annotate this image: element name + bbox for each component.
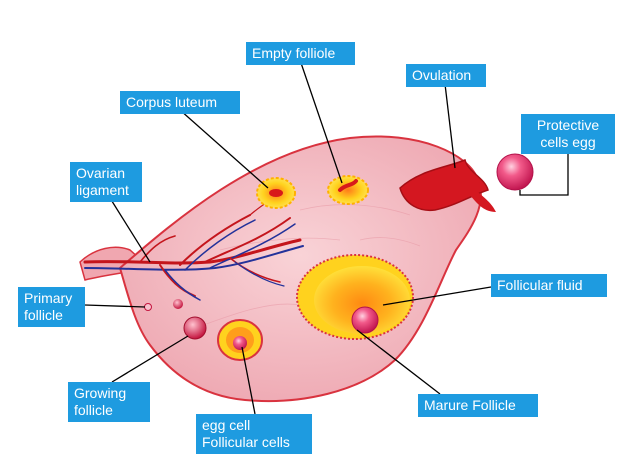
growing-follicle-shape [183, 316, 207, 340]
egg-cell-follicle [217, 319, 263, 361]
label-corpus-luteum: Corpus luteum [120, 91, 240, 114]
primary-follicle-shape-small [144, 303, 152, 311]
leader-ovarian-ligament [109, 197, 151, 263]
label-egg-cell-follicular-cells: egg cell Follicular cells [196, 414, 312, 454]
label-growing-follicle: Growing follicle [68, 382, 150, 422]
leader-marure-follicle [356, 329, 441, 395]
leader-egg-cell [241, 346, 256, 415]
empty-follicle [327, 175, 369, 205]
label-marure-follicle: Marure Follicle [418, 394, 538, 417]
label-follicular-fluid: Follicular fluid [491, 274, 607, 297]
leader-corpus-luteum [179, 109, 269, 189]
blood-vessels [83, 194, 304, 301]
leader-follicular-fluid [382, 286, 492, 306]
leader-ovulation [444, 83, 456, 169]
label-empty-follicle: Empty folliole [246, 42, 355, 65]
mature-follicle [296, 254, 414, 340]
ovulation-rupture [399, 158, 496, 212]
label-primary-follicle: Primary follicle [18, 287, 85, 327]
leader-growing-follicle [111, 335, 189, 383]
label-protective-cells-egg: Protective cells egg [521, 114, 615, 154]
primary-follicle-shape [173, 299, 183, 309]
leader-lines [84, 59, 569, 415]
label-ovarian-ligament: Ovarian ligament [70, 162, 142, 202]
label-ovulation: Ovulation [406, 64, 486, 87]
leader-empty-follicle [299, 59, 343, 184]
corpus-luteum [256, 177, 296, 209]
leader-primary-follicle [84, 304, 146, 308]
released-egg [496, 153, 534, 191]
leader-protective-egg [519, 150, 569, 196]
